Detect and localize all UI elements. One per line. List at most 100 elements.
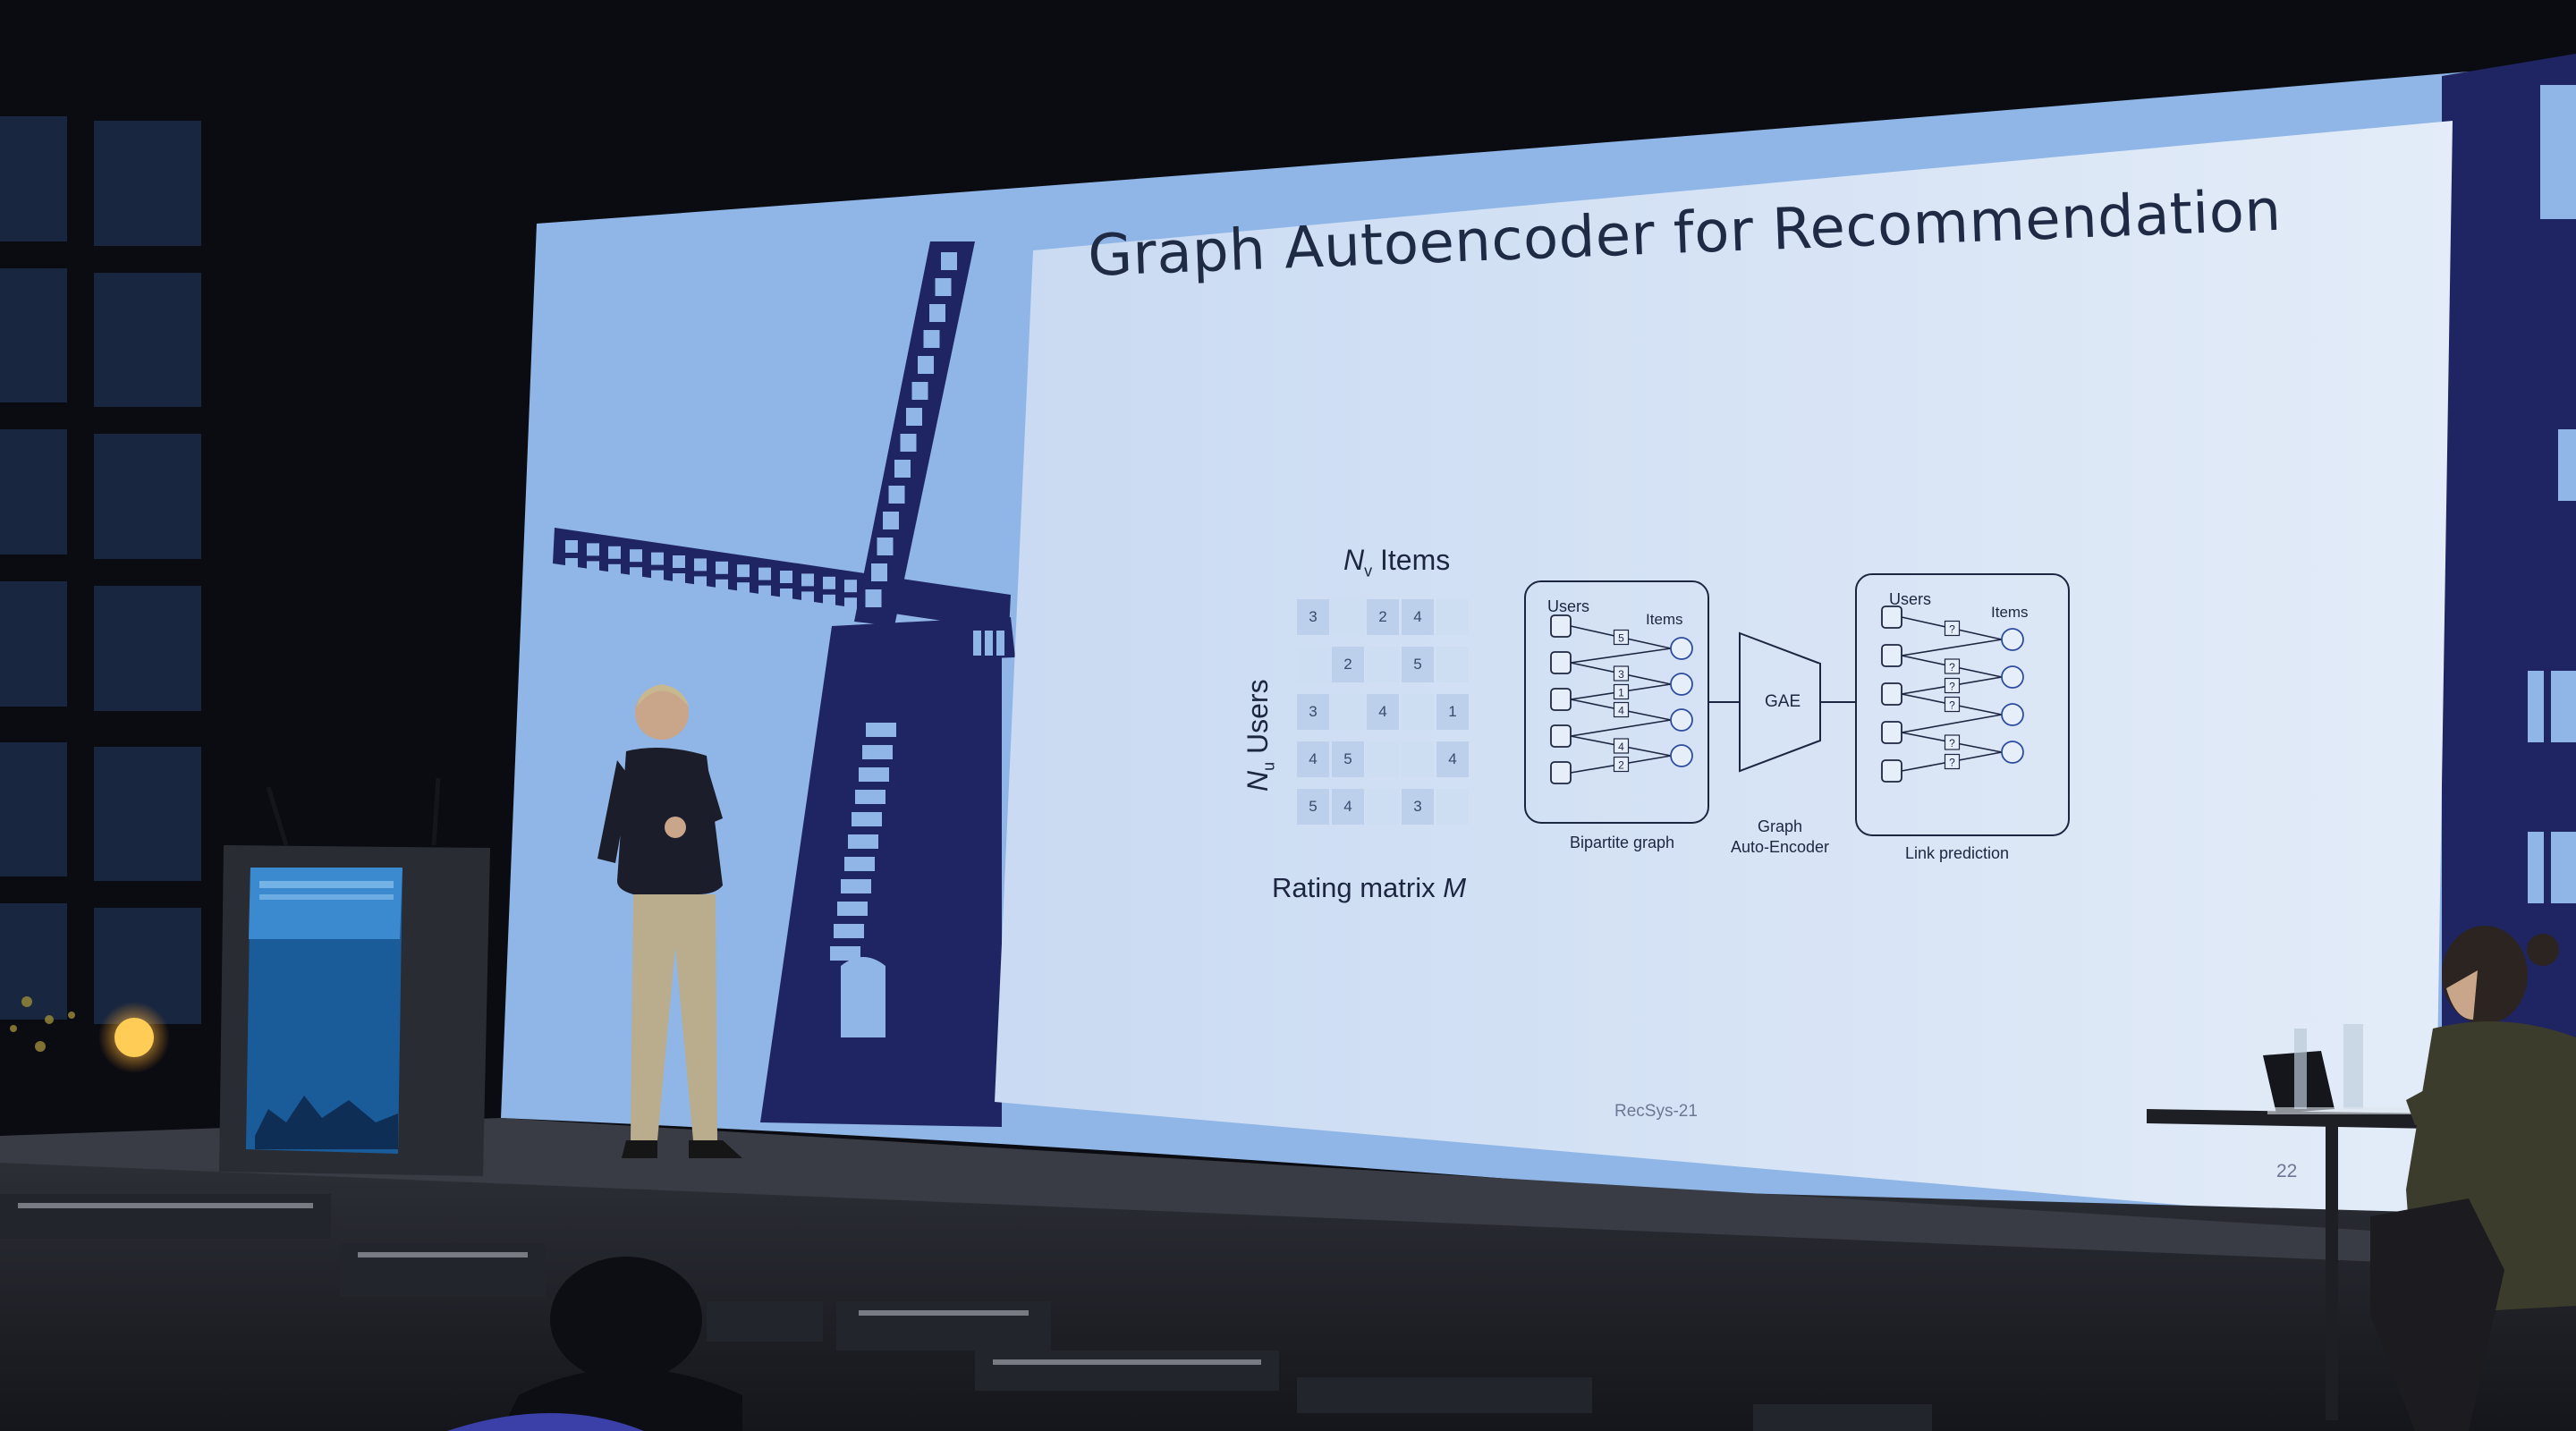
user-node	[1881, 644, 1902, 667]
matrix-cell: 4	[1436, 741, 1469, 777]
matrix-cell-bg	[1367, 647, 1399, 682]
edge-label-box	[1613, 756, 1630, 773]
edge-label-box	[1944, 753, 1961, 770]
matrix-cell-bg	[1367, 741, 1399, 777]
graph-edge	[1901, 714, 2003, 733]
edge-label: ?	[1949, 757, 1955, 769]
matrix-cell-bg	[1402, 741, 1434, 777]
matrix-caption-var: M	[1443, 872, 1467, 903]
matrix-cell-bg	[1332, 694, 1364, 730]
matrix-cell: 4	[1367, 694, 1399, 730]
audience-head	[550, 1257, 702, 1382]
matrix-cell: 3	[1402, 789, 1434, 825]
matrix-cell-bg	[1402, 694, 1434, 730]
edge-label: 4	[1618, 705, 1624, 717]
edge-label-box	[1613, 629, 1630, 646]
slide-page-number: 22	[2276, 1161, 2298, 1181]
edge-label: ?	[1949, 737, 1955, 749]
matrix-cell: 4	[1332, 789, 1364, 825]
edge-label-box	[1944, 620, 1961, 637]
link-prediction-graph: ??????	[1881, 605, 2024, 783]
matrix-cell: 4	[1297, 741, 1329, 777]
matrix-items-label: Nv Items	[1343, 544, 1451, 580]
gae-caption-line2: Auto-Encoder	[1731, 838, 1829, 856]
lectern	[219, 777, 490, 1176]
link-items-label: Items	[1991, 604, 2029, 621]
gae-box-label: GAE	[1765, 692, 1801, 711]
edge-label: 2	[1618, 759, 1624, 772]
item-node	[1670, 637, 1693, 660]
user-node	[1881, 721, 1902, 744]
user-node	[1881, 759, 1902, 783]
matrix-cell-bg	[1436, 647, 1469, 682]
gae-trapezoid	[1739, 631, 1821, 773]
matrix-cell: 4	[1402, 599, 1434, 635]
user-node	[1550, 724, 1572, 748]
edge-label: ?	[1949, 681, 1955, 693]
graph-edge	[1901, 639, 2003, 656]
matrix-cell: 1	[1436, 694, 1469, 730]
item-node	[2001, 741, 2024, 764]
matrix-cell: 5	[1297, 789, 1329, 825]
users-subscript: u	[1259, 761, 1278, 771]
matrix-cell-bg	[1436, 789, 1469, 825]
edge-label: 4	[1618, 741, 1624, 753]
bipartite-caption: Bipartite graph	[1570, 834, 1674, 851]
edge-label: ?	[1949, 699, 1955, 712]
user-node	[1881, 682, 1902, 706]
edge-label: 5	[1618, 632, 1624, 645]
item-node	[1670, 673, 1693, 696]
item-node	[2001, 628, 2024, 651]
user-node	[1550, 651, 1572, 674]
edge-label: ?	[1949, 623, 1955, 636]
edge-label-box	[1613, 738, 1630, 754]
matrix-cell-bg	[1297, 647, 1329, 682]
graph-edge	[1570, 648, 1672, 664]
users-label-text: Users	[1241, 679, 1274, 754]
item-node	[1670, 708, 1693, 732]
edge-label-box	[1613, 665, 1630, 682]
operator-desk	[2147, 1024, 2437, 1420]
matrix-cell: 5	[1332, 741, 1364, 777]
matrix-cell: 2	[1332, 647, 1364, 682]
matrix-cell: 2	[1367, 599, 1399, 635]
user-node	[1550, 614, 1572, 638]
matrix-cell: 3	[1297, 599, 1329, 635]
matrix-cell-bg	[1367, 789, 1399, 825]
matrix-cell: 5	[1402, 647, 1434, 682]
windmill-lattice	[565, 252, 1004, 961]
edge-label-box	[1613, 683, 1630, 700]
edge-label-box	[1944, 734, 1961, 750]
matrix-cell-bg	[1436, 599, 1469, 635]
link-caption: Link prediction	[1905, 844, 2009, 862]
bipartite-users-label: Users	[1547, 597, 1589, 615]
item-node	[2001, 703, 2024, 726]
item-node	[1670, 744, 1693, 767]
stage-lights	[0, 1194, 1932, 1431]
operator-person	[2370, 926, 2576, 1431]
item-node	[2001, 665, 2024, 689]
slide-panel	[995, 121, 2453, 1227]
items-label-text: Items	[1380, 544, 1451, 576]
gae-caption-line1: Graph	[1758, 817, 1802, 835]
matrix-caption-text: Rating matrix	[1272, 872, 1436, 903]
presenter	[597, 684, 742, 1158]
matrix-cell: 3	[1297, 694, 1329, 730]
edge-label: ?	[1949, 661, 1955, 673]
user-node	[1550, 761, 1572, 784]
edge-label: 3	[1618, 668, 1624, 681]
matrix-cell-bg	[1332, 599, 1364, 635]
edge-label-box	[1944, 658, 1961, 674]
user-node	[1550, 688, 1572, 711]
edge-label-box	[1944, 677, 1961, 694]
link-box	[1855, 573, 2070, 836]
user-node	[1881, 605, 1902, 629]
matrix-users-label: Nu Users	[1241, 679, 1278, 792]
edge-label-box	[1613, 701, 1630, 718]
items-subscript: v	[1364, 562, 1373, 580]
bipartite-items-label: Items	[1646, 611, 1683, 628]
edge-label-box	[1944, 696, 1961, 713]
